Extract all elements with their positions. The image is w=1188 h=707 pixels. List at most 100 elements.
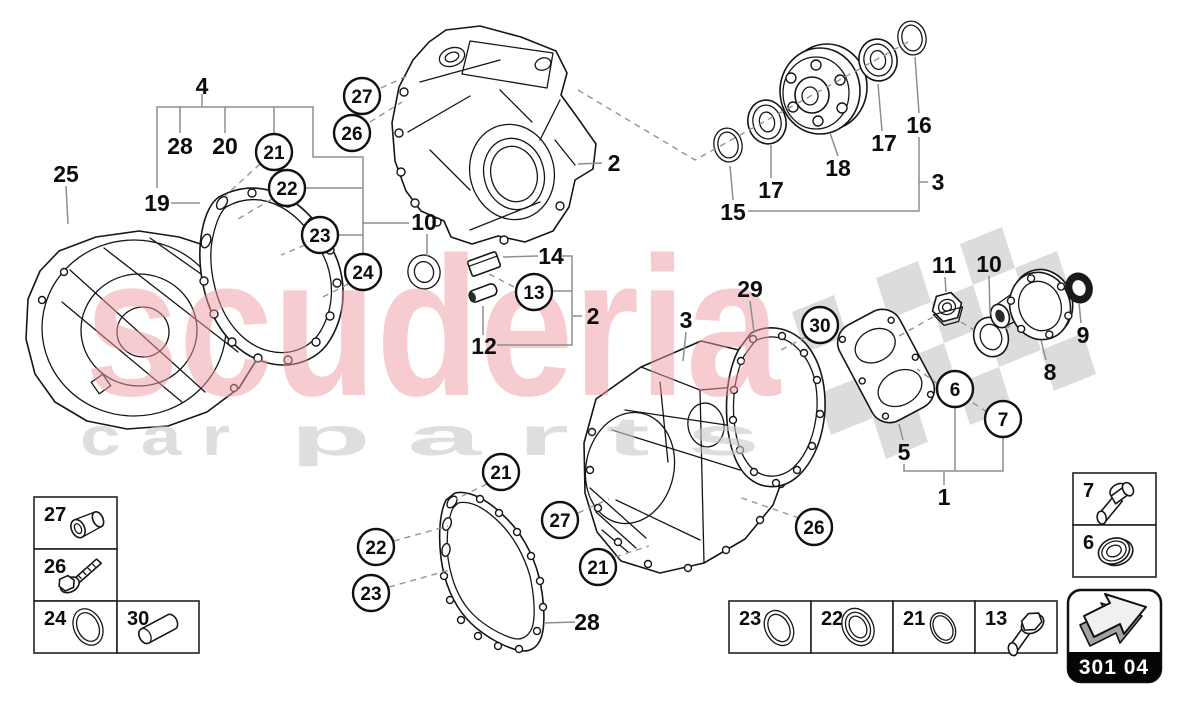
part-label-3: 3 — [680, 307, 693, 333]
callout-circle — [300, 215, 340, 255]
part-callout-21: 21 — [254, 132, 294, 172]
bearing-17-right-art — [858, 38, 898, 82]
part-callout-23: 23 — [351, 573, 391, 613]
callout-circle — [254, 132, 294, 172]
callout-circle — [794, 507, 834, 547]
gasket-5-art — [836, 308, 936, 424]
o-ring-thin-icon — [929, 612, 957, 644]
watermark-scuderia: scuderia — [85, 216, 782, 437]
gearbox-housing-2-art — [391, 25, 597, 245]
part-callout-27: 27 — [540, 500, 580, 540]
callout-number: 23 — [360, 584, 381, 605]
output-flange-group-art — [836, 268, 1093, 424]
snap-ring-15-art — [713, 127, 743, 163]
part-callout-6: 6 — [935, 369, 975, 409]
part-label-10: 10 — [976, 251, 1002, 277]
part-label-5: 5 — [898, 439, 911, 465]
legend: 27 26 24 30 23 22 21 1 — [33, 472, 1157, 657]
legend-num-13: 13 — [985, 608, 1007, 630]
gasket-28-art — [438, 491, 548, 654]
part-label-1: 1 — [938, 484, 951, 510]
part-label-4: 4 — [196, 73, 209, 99]
legend-num-23: 23 — [739, 608, 761, 630]
seal-9-art — [1065, 272, 1093, 304]
callout-circle — [342, 76, 382, 116]
part-callout-24: 24 — [343, 252, 383, 292]
callout-circle — [800, 305, 840, 345]
callout-number: 21 — [263, 143, 285, 164]
part-label-10: 10 — [411, 209, 437, 235]
part-label-8: 8 — [1044, 359, 1057, 385]
dowel-pin-icon — [138, 613, 179, 645]
callout-circle — [935, 369, 975, 409]
bearing-17-left-art — [747, 99, 787, 145]
callout-number: 27 — [549, 511, 570, 532]
callout-circle — [578, 547, 618, 587]
callout-circle — [540, 500, 580, 540]
part-label-9: 9 — [1077, 322, 1090, 348]
part-callout-26: 26 — [332, 113, 372, 153]
part-label-28: 28 — [574, 609, 600, 635]
part-label-17: 17 — [871, 130, 897, 156]
legend-num-21: 21 — [903, 608, 925, 630]
part-label-11: 11 — [932, 252, 957, 278]
callout-number: 6 — [950, 380, 961, 401]
legend-cell-26 — [33, 548, 118, 602]
watermark-car: c a r — [80, 407, 230, 467]
part-label-20: 20 — [212, 133, 238, 159]
part-label-25: 25 — [53, 161, 79, 187]
flag-cell — [1041, 333, 1096, 391]
seal-grommet-icon — [1097, 537, 1134, 567]
callout-circle — [356, 527, 396, 567]
part-callout-30: 30 — [800, 305, 840, 345]
callout-number: 26 — [803, 518, 824, 539]
legend-cell-7 — [1072, 472, 1157, 526]
part-callout-7: 7 — [983, 399, 1023, 439]
part-label-28: 28 — [167, 133, 193, 159]
legend-num-7: 7 — [1083, 480, 1094, 502]
part-label-2: 2 — [608, 150, 621, 176]
drum-18-art — [779, 43, 868, 135]
flange-8-art — [989, 268, 1074, 341]
callout-number: 21 — [490, 463, 512, 484]
callout-circle — [351, 573, 391, 613]
legend-num-22: 22 — [821, 608, 843, 630]
callout-number: 27 — [351, 87, 372, 108]
legend-cell-22 — [810, 600, 894, 654]
callout-number: 21 — [587, 558, 609, 579]
part-callout-27: 27 — [342, 76, 382, 116]
part-callout-13: 13 — [514, 272, 554, 312]
legend-num-26: 26 — [44, 556, 66, 578]
part-label-19: 19 — [144, 190, 170, 216]
callout-number: 26 — [341, 124, 362, 145]
flag-cell — [876, 261, 931, 319]
part-callout-23: 23 — [300, 215, 340, 255]
callout-circle — [481, 452, 521, 492]
cap-bolt-icon — [1096, 481, 1135, 525]
o-ring-icon — [72, 608, 104, 646]
seal-ring-10-art — [407, 254, 441, 290]
page-badge: 301 04 — [1066, 588, 1163, 684]
legend-num-30: 30 — [127, 608, 149, 630]
legend-num-24: 24 — [44, 608, 67, 630]
nut-11-art — [931, 291, 964, 327]
part-callout-21: 21 — [578, 547, 618, 587]
callout-number: 7 — [998, 410, 1009, 431]
legend-num-27: 27 — [44, 504, 66, 526]
bushing-icon — [70, 510, 105, 539]
flange-bolt-icon — [1007, 612, 1045, 657]
flag-cell — [818, 377, 873, 435]
callout-circle — [267, 168, 307, 208]
callout-circle — [332, 113, 372, 153]
callout-circle — [343, 252, 383, 292]
leader-lines — [65, 56, 1082, 624]
part-label-17: 17 — [758, 177, 784, 203]
shim-14-art — [466, 251, 502, 277]
watermark-parts: p a r t s — [290, 407, 760, 467]
legend-cell-23 — [728, 600, 812, 654]
callout-number: 23 — [309, 226, 330, 247]
callout-number: 30 — [809, 316, 830, 337]
arrow-icon — [1079, 593, 1147, 647]
callout-number: 22 — [365, 538, 386, 559]
